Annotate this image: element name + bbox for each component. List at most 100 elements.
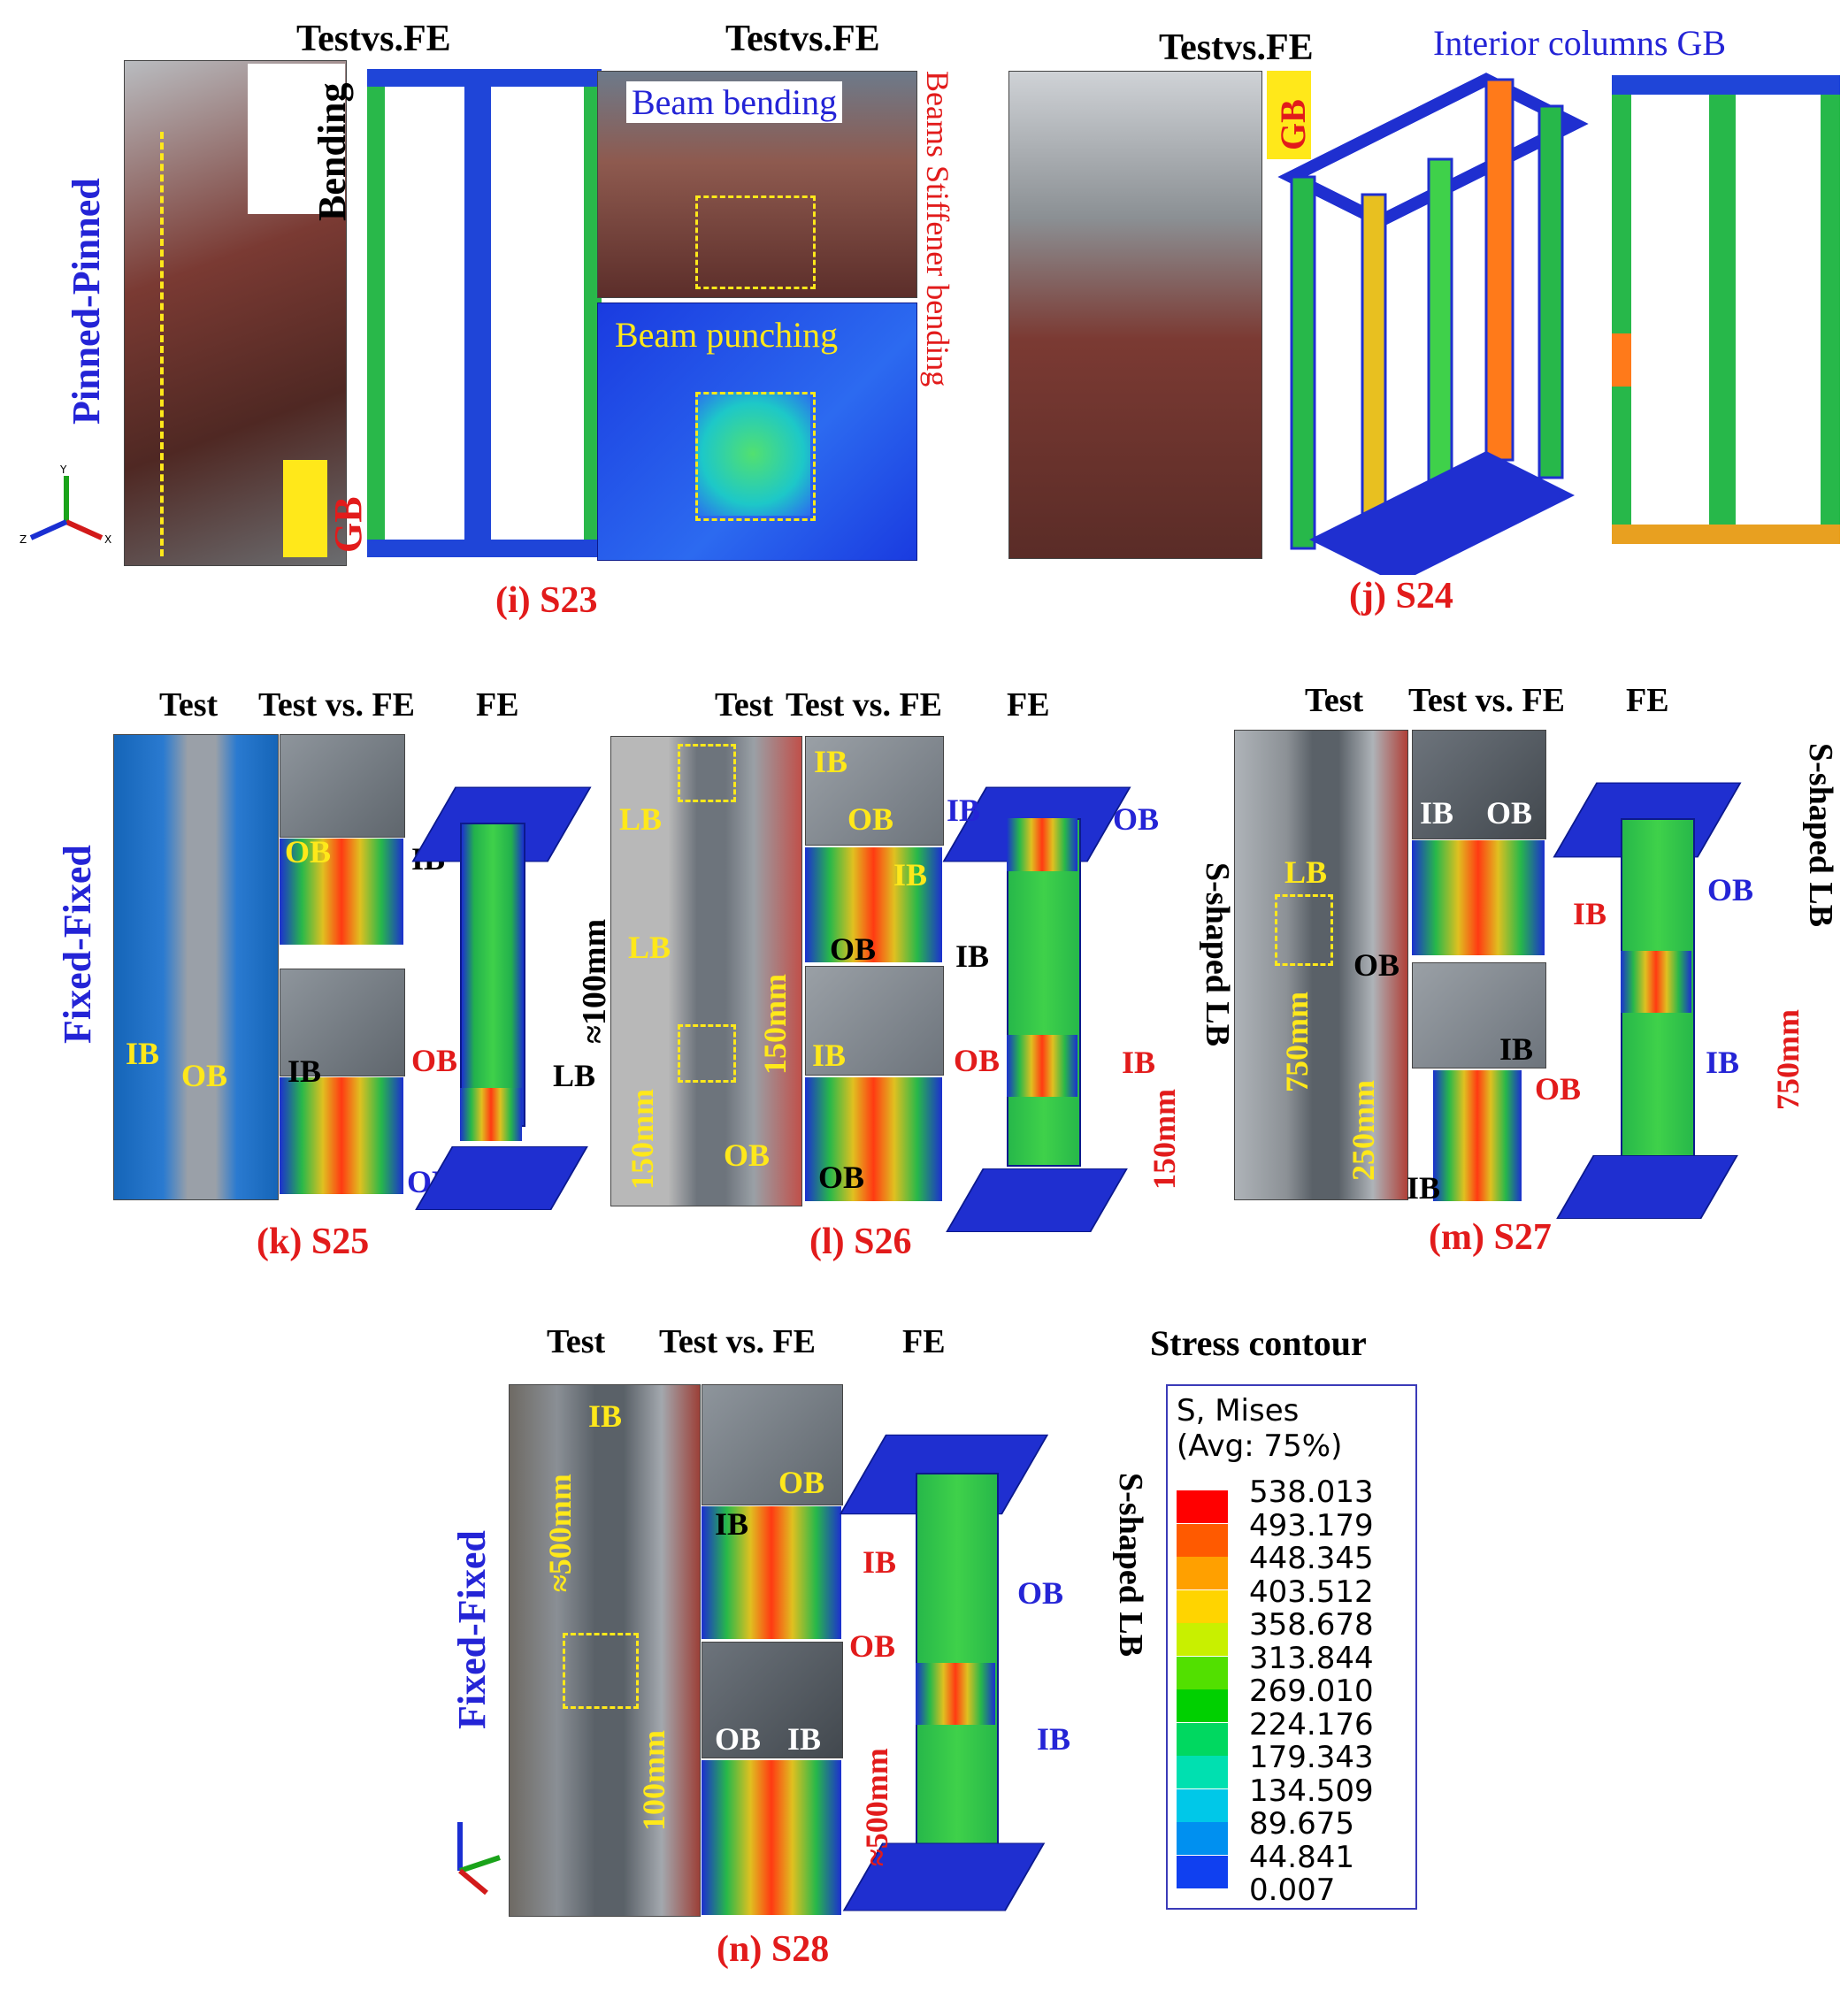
k-ib-label-bottom: IB (288, 1053, 322, 1089)
legend-value: 313.844 (1249, 1640, 1374, 1676)
l-ob-label-top: OB (847, 801, 894, 837)
n-ob-label-fe-blue: OB (1017, 1575, 1064, 1611)
fe-3d-frame-s24 (1277, 73, 1589, 575)
l-dim-150-base: 150mm (625, 1089, 660, 1190)
caption-m: (m) S27 (1429, 1217, 1552, 1258)
gb-badge-j (1267, 71, 1311, 159)
k-ob-label-red: OB (411, 1043, 458, 1078)
l-heading-fe: FE (1007, 686, 1050, 724)
n-compare-top-photo (702, 1384, 843, 1505)
n-ib-label-photo: IB (588, 1398, 623, 1434)
k-dim-label: ≈100mm (576, 918, 613, 1044)
m-dim-750-photo: 750mm (1279, 992, 1315, 1092)
legend-value: 269.010 (1249, 1673, 1374, 1709)
l-s-lb-label: S-shaped LB (1199, 862, 1236, 1047)
m-compare-bottom-photo (1412, 962, 1546, 1068)
caption-i: (i) S23 (495, 580, 598, 621)
test-photo-s25 (113, 734, 279, 1200)
k-compare-bottom-photo (280, 969, 405, 1076)
legend-title: Stress contour (1150, 1323, 1367, 1363)
n-compare-bottom-photo (702, 1642, 843, 1758)
l-compare-top-fe (805, 847, 942, 962)
n-ib-label-fe-blue: IB (1037, 1721, 1071, 1757)
k-ob-label-photo: OB (181, 1058, 228, 1093)
k-ib-label: IB (126, 1036, 160, 1071)
axis-x-label: X (104, 533, 112, 546)
legend-swatch (1177, 1756, 1228, 1788)
l-dim-150-photo: 150mm (757, 974, 793, 1075)
caption-k: (k) S25 (257, 1222, 370, 1262)
fe-frame-s23 (367, 69, 602, 557)
gb-badge (283, 460, 327, 557)
legend-swatch (1177, 1788, 1228, 1822)
m-ib-label-top: IB (1420, 795, 1454, 831)
k-heading-test: Test (159, 686, 219, 724)
legend-swatch (1177, 1557, 1228, 1589)
l-fe-buckle-bottom (1007, 1035, 1077, 1097)
n-ib-label-fe: IB (715, 1506, 749, 1542)
legend-value: 358.678 (1249, 1607, 1374, 1643)
l-lb-label-top: LB (619, 801, 663, 837)
l-fe-column (1007, 818, 1081, 1167)
legend-value: 89.675 (1249, 1806, 1354, 1842)
l-ob-label-photo: OB (724, 1137, 771, 1173)
legend-value: 403.512 (1249, 1574, 1374, 1610)
legend-value: 0.007 (1249, 1873, 1336, 1908)
legend-line-1: S, Mises (1177, 1393, 1300, 1428)
l-ob-label-fe-blue: OB (1113, 801, 1160, 837)
caption-n: (n) S28 (717, 1929, 830, 1970)
k-fe-column (460, 823, 525, 1127)
stiffener-label: Beams Stiffener bending (920, 71, 955, 387)
k-compare-bottom-fe (280, 1077, 403, 1194)
l-ib-label-fe-red: IB (1122, 1045, 1156, 1080)
gb-label: GB (326, 496, 370, 553)
l-compare-top-photo (805, 736, 944, 846)
l-ib-label-fe-blue: IB (947, 793, 981, 828)
legend-swatch (1177, 1490, 1228, 1523)
legend-value: 134.509 (1249, 1773, 1374, 1809)
l-ib-label-bottom: IB (812, 1038, 847, 1073)
l-fe-base-plate (946, 1168, 1128, 1232)
n-ib-label-bottom: IB (787, 1721, 822, 1757)
k-lb-label: LB (553, 1058, 596, 1093)
l-lb-label-mid: LB (628, 930, 671, 965)
m-heading-compare: Test vs. FE (1408, 682, 1566, 719)
n-heading-fe: FE (902, 1323, 946, 1360)
legend-value: 538.013 (1249, 1474, 1374, 1510)
legend-swatch (1177, 1656, 1228, 1689)
legend-swatch (1177, 1523, 1228, 1557)
caption-l: (l) S26 (809, 1222, 912, 1262)
panel-j-heading: Testvs.FE (1159, 27, 1314, 68)
k-heading-fe: FE (476, 686, 519, 724)
n-dim-100-photo: 100mm (636, 1730, 671, 1831)
beam-punching-label: Beam punching (615, 315, 839, 355)
bending-label: Bending (311, 82, 354, 221)
k-fe-base-plate (415, 1146, 588, 1210)
test-photo-s28 (509, 1384, 701, 1917)
k-heading-compare: Test vs. FE (258, 686, 416, 724)
m-dim-750-fe: 750mm (1770, 1009, 1806, 1110)
m-ob-label-red: OB (1535, 1071, 1582, 1107)
legend-swatch (1177, 1623, 1228, 1656)
axis-z-label: Z (19, 533, 27, 546)
n-ob-label-bottom: OB (715, 1721, 762, 1757)
l-ib-label-top: IB (814, 744, 848, 779)
l-dim-150-fe: 150mm (1146, 1089, 1182, 1190)
legend-swatch (1177, 1689, 1228, 1722)
legend-value: 493.179 (1249, 1507, 1374, 1543)
boundary-label-fixed-n: Fixed-Fixed (450, 1530, 494, 1729)
panel-i-heading-1: Testvs.FE (296, 19, 451, 59)
l-heading-test: Test (715, 686, 774, 724)
m-compare-top-photo (1412, 730, 1546, 839)
n-fe-buckle-zone (916, 1663, 995, 1725)
m-heading-test: Test (1305, 682, 1364, 719)
l-compare-bottom-fe (805, 1077, 942, 1201)
beam-punching-fe (597, 303, 917, 561)
legend-value: 224.176 (1249, 1706, 1374, 1742)
n-fe-column (916, 1473, 999, 1848)
l-ob-label-fe-red: OB (954, 1043, 1001, 1078)
l-ib-label-fe: IB (893, 857, 928, 892)
n-s-lb-label: S-shaped LB (1112, 1473, 1149, 1658)
legend-swatch (1177, 1722, 1228, 1756)
